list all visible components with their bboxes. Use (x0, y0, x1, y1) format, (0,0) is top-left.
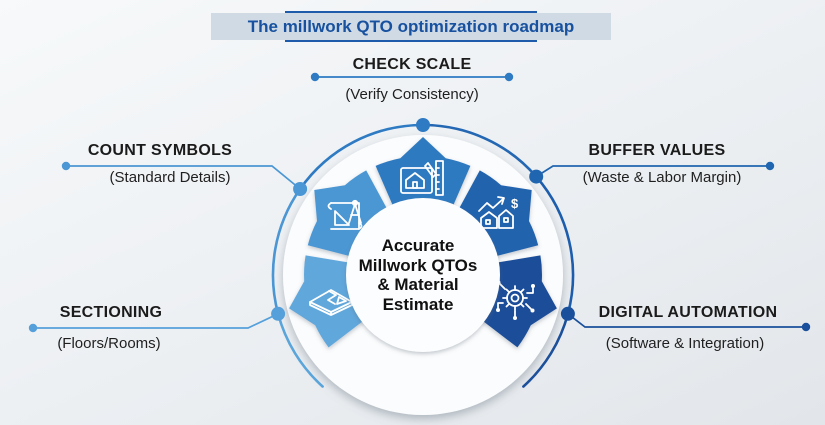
wheel-segments (289, 137, 557, 348)
sublabel-buffer-values: (Waste & Labor Margin) (582, 169, 742, 186)
connection-dots (271, 118, 575, 321)
connection-dot-count-symbols (293, 182, 308, 196)
sublabel-check-scale: (Verify Consistency) (345, 86, 479, 103)
drafting-compass-icon (327, 199, 363, 230)
connection-dot-buffer-values (529, 169, 544, 184)
arc-right (534, 175, 575, 316)
segment-icons: $ (309, 160, 535, 320)
end-dot (28, 323, 38, 333)
label-check-scale: CHECK SCALE (352, 56, 472, 73)
leader-line-sectioning (33, 313, 279, 329)
end-dot (504, 72, 514, 82)
arc-top-right (421, 123, 538, 178)
leader-line-digital-automation (567, 313, 806, 328)
connection-dot-check-scale (416, 118, 430, 132)
page-title: The millwork QTO optimization roadmap (211, 11, 611, 42)
center-circle (346, 198, 500, 352)
end-dot (61, 161, 71, 171)
center-label-line: & Material (377, 275, 459, 294)
center-label-line: Accurate (381, 236, 455, 255)
segment-check-scale (375, 137, 471, 211)
sublabel-count-symbols: (Standard Details) (109, 169, 231, 186)
arc-left (271, 187, 302, 316)
blueprint-pencil-ruler-icon (400, 160, 444, 196)
label-count-symbols: COUNT SYMBOLS (87, 142, 233, 159)
center-label-line: Millwork QTOs (358, 255, 478, 275)
outer-arc-ring (271, 123, 575, 388)
center-label-line: Estimate (382, 294, 454, 314)
connection-dot-sectioning (271, 306, 286, 321)
house-growth-dollar-icon: $ (478, 196, 519, 229)
leader-end-dots (28, 72, 811, 333)
sublabel-sectioning: (Floors/Rooms) (57, 335, 161, 352)
label-buffer-values: BUFFER VALUES (588, 142, 726, 159)
arc-right-tail (522, 312, 570, 388)
leader-line-count-symbols (66, 165, 301, 190)
label-sectioning: SECTIONING (59, 304, 163, 321)
connection-dot-digital-automation (560, 306, 575, 321)
segment-count-symbols (307, 170, 390, 258)
segment-buffer-values (456, 170, 539, 258)
wheel-center-label: Accurate Millwork QTOs & Material Estima… (328, 236, 508, 314)
label-digital-automation: DIGITAL AUTOMATION (598, 304, 778, 321)
dollar-glyph: $ (511, 196, 519, 211)
end-dot (801, 322, 811, 332)
end-dot (310, 72, 320, 82)
arc-left-tail (276, 312, 324, 388)
end-dot (765, 161, 775, 171)
sublabel-digital-automation: (Software & Integration) (605, 335, 765, 352)
arc-top-left (298, 123, 425, 191)
